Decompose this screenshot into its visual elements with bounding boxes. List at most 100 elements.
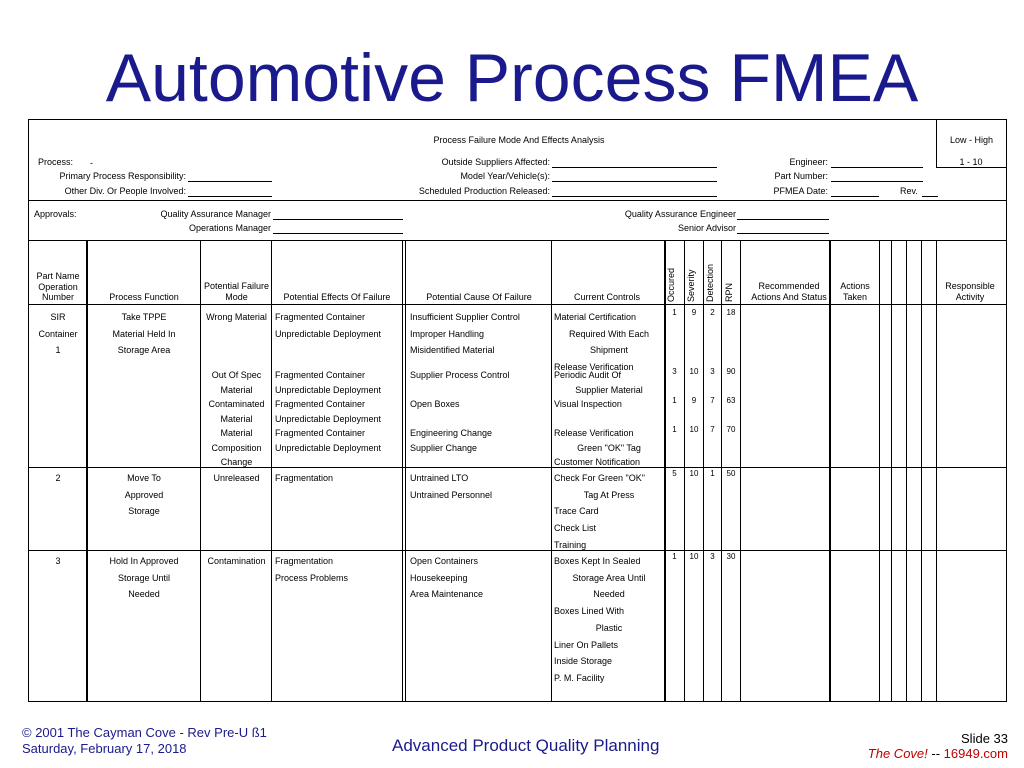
col-process-function: Process Function	[109, 292, 179, 302]
senior-advisor-field[interactable]	[737, 233, 829, 234]
other-div-label: Other Div. Or People Involved:	[64, 186, 186, 196]
cell-line: Storage	[128, 506, 160, 517]
cell-line: Boxes Kept In Sealed	[554, 556, 641, 566]
cell-line: Container	[38, 328, 78, 339]
cell-mode: Contamination	[201, 553, 272, 570]
cell-occ: 5	[672, 469, 677, 478]
primary-responsibility-field[interactable]	[188, 181, 272, 182]
cell-line: Check For Green "OK"	[554, 473, 645, 483]
cell-occ: 1	[672, 308, 677, 317]
scheduled-production-label: Scheduled Production Released:	[418, 186, 550, 196]
cell-line: Fragmented Container	[275, 312, 366, 322]
col-divider	[200, 240, 201, 702]
cell-det: 7	[710, 425, 715, 434]
cell-line: Visual Inspection	[554, 399, 622, 409]
cell-line: Change	[220, 457, 253, 468]
cell-line: Wrong Material	[206, 312, 267, 322]
cell-line: Take TPPE	[121, 312, 167, 322]
col-detection: Detection	[705, 263, 715, 302]
cell-line: Material	[220, 413, 253, 424]
cell-line: Plastic	[595, 622, 623, 633]
cell-sev: 9	[691, 396, 697, 405]
cell-line: Open Boxes	[410, 399, 460, 409]
cell-line: Untrained Personnel	[410, 489, 493, 500]
cell-line: Fragmented Container	[275, 399, 366, 409]
col-part-name: Part Name Operation Number	[29, 271, 87, 303]
cell-line: Out Of Spec	[211, 370, 262, 380]
engineer-field[interactable]	[831, 167, 923, 168]
cell-line: Unpredictable Deployment	[275, 384, 382, 395]
cell-line: Fragmented Container	[275, 370, 366, 380]
part-number-field[interactable]	[831, 181, 923, 182]
cell-line: Needed	[128, 589, 160, 600]
cell-line: Housekeeping	[410, 572, 468, 583]
col-rpn: RPN	[724, 282, 734, 302]
cell-line: Trace Card	[554, 506, 599, 517]
col-severity: Severity	[686, 269, 696, 302]
col-divider	[402, 240, 403, 702]
cell-mode: Wrong Material	[201, 309, 272, 326]
cell-line: Process Problems	[275, 572, 349, 583]
cell-part: 2	[29, 470, 87, 487]
col-responsible: Responsible Activity	[934, 281, 1006, 302]
cell-line: P. M. Facility	[554, 672, 605, 683]
cell-line: Supplier Change	[410, 442, 478, 453]
cell-det: 1	[710, 469, 715, 478]
cell-line: Contaminated	[208, 399, 265, 409]
cell-line: Unpredictable Deployment	[275, 442, 382, 453]
outside-suppliers-label: Outside Suppliers Affected:	[441, 157, 550, 167]
col-divider	[936, 240, 937, 702]
cell-line: Contamination	[207, 556, 266, 566]
pfmea-date-field[interactable]	[831, 196, 879, 197]
cell-line: Improper Handling	[410, 328, 485, 339]
row-divider	[29, 467, 1006, 468]
footer-slide-number: Slide 33	[961, 731, 1008, 746]
cell-line: Move To	[127, 473, 161, 483]
cell-line: Storage Until	[117, 572, 171, 583]
cell-line: Material	[220, 384, 253, 395]
low-high-label: Low - High	[950, 135, 994, 145]
col-failure-mode-line: Mode	[225, 291, 248, 302]
model-year-label: Model Year/Vehicle(s):	[460, 171, 550, 181]
rev-field[interactable]	[922, 196, 938, 197]
low-high-underline	[936, 167, 1006, 168]
cell-line: Green "OK" Tag	[577, 442, 641, 453]
cell-rpn: 30	[726, 552, 736, 561]
outside-suppliers-field[interactable]	[552, 167, 717, 168]
cell-line: 1	[55, 345, 61, 356]
senior-advisor-label: Senior Advisor	[677, 223, 736, 233]
footer-cove-site: 16949.com	[943, 746, 1008, 761]
rev-label: Rev.	[900, 186, 918, 196]
qa-manager-field[interactable]	[273, 219, 403, 220]
col-effects: Potential Effects Of Failure	[283, 292, 391, 302]
cell-det: 2	[710, 308, 715, 317]
model-year-field[interactable]	[552, 181, 717, 182]
col-divider	[405, 240, 406, 702]
cell-occ: 3	[672, 367, 677, 376]
cell-sev: 10	[689, 469, 699, 478]
cell-line: Untrained LTO	[410, 473, 469, 483]
column-header-divider	[29, 304, 1006, 305]
low-high-range: 1 - 10	[959, 157, 983, 167]
cell-sev: 10	[689, 425, 699, 434]
ops-manager-field[interactable]	[273, 233, 403, 234]
cell-line: Unreleased	[213, 473, 260, 483]
cell-det: 7	[710, 396, 715, 405]
col-divider	[664, 240, 666, 702]
qa-engineer-field[interactable]	[737, 219, 829, 220]
cell-line: Composition	[211, 442, 262, 453]
cell-rpn: 18	[726, 308, 736, 317]
cell-occ: 1	[672, 396, 677, 405]
col-part-name-line: Operation	[38, 281, 78, 292]
scheduled-production-field[interactable]	[552, 196, 717, 197]
cell-cause: Supplier Process Control	[410, 368, 552, 383]
col-recommended-line: Recommended	[758, 281, 820, 291]
other-div-field[interactable]	[188, 196, 272, 197]
cell-effects: Fragmentation	[275, 470, 403, 487]
